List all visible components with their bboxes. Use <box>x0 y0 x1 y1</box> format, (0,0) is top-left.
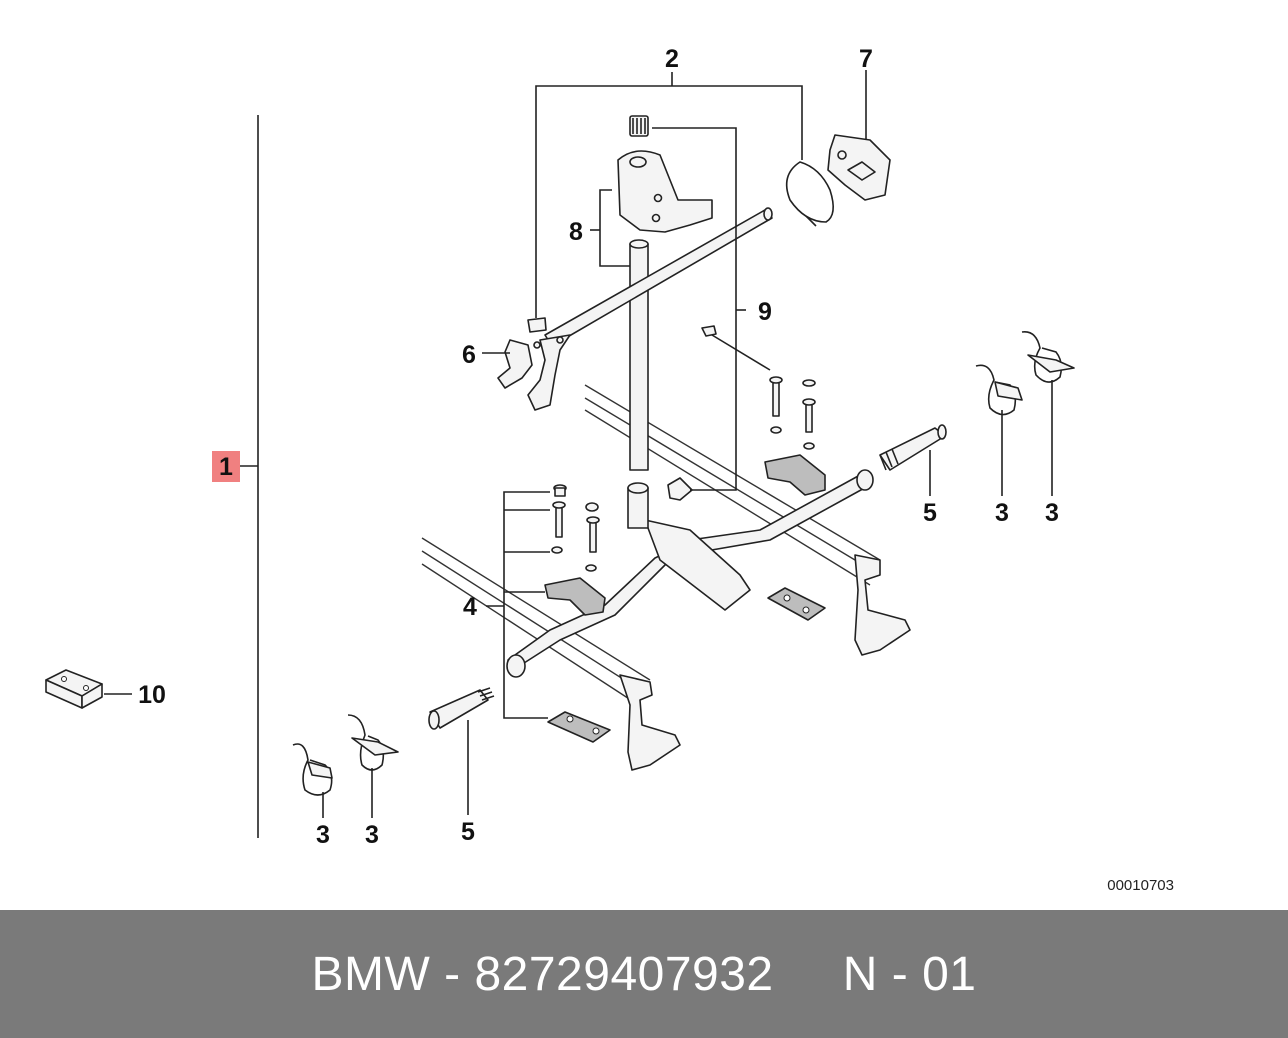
callout-1-highlight <box>212 451 240 482</box>
callout-5-right[interactable]: 5 <box>923 499 937 527</box>
hook-assembly <box>497 317 571 411</box>
callout-10[interactable]: 10 <box>138 681 166 709</box>
callout-3-b[interactable]: 3 <box>365 821 379 849</box>
clip-ring <box>785 161 834 227</box>
parts-diagram: 1 2 7 8 9 6 4 5 5 3 3 3 3 10 00010703 <box>45 45 1174 894</box>
hardware-set-9 <box>667 325 826 501</box>
carrier-frame <box>506 469 874 678</box>
end-cap-b <box>879 424 947 471</box>
callout-4[interactable]: 4 <box>463 593 477 621</box>
callout-1[interactable]: 1 <box>219 453 233 481</box>
callout-8[interactable]: 8 <box>569 218 583 246</box>
callout-6[interactable]: 6 <box>462 341 476 369</box>
callout-9[interactable]: 9 <box>758 298 772 326</box>
diagram-id: 00010703 <box>1107 877 1174 894</box>
clamp-head <box>617 115 713 233</box>
part-number-footer: BMW - 82729407932 N - 01 <box>0 910 1288 1038</box>
hose-clamp-4 <box>1021 331 1075 383</box>
callout-5-left[interactable]: 5 <box>461 818 475 846</box>
hardware-set-4 <box>544 484 826 743</box>
hose-clamp-2 <box>347 714 399 771</box>
leader-lines <box>104 70 1053 838</box>
callout-3-a[interactable]: 3 <box>316 821 330 849</box>
callout-3-d[interactable]: 3 <box>1045 499 1059 527</box>
vertical-post <box>627 239 649 529</box>
callout-7[interactable]: 7 <box>859 45 873 73</box>
hose-clamp-1 <box>292 743 333 796</box>
spacer-block <box>45 669 103 709</box>
part-number-label: BMW - 82729407932 N - 01 <box>311 947 977 1001</box>
hose-clamp-3 <box>975 364 1023 416</box>
end-cap-a <box>428 687 495 730</box>
callout-2[interactable]: 2 <box>665 45 679 73</box>
clamp-part <box>827 134 891 201</box>
callout-3-c[interactable]: 3 <box>995 499 1009 527</box>
roof-rails <box>421 384 911 771</box>
